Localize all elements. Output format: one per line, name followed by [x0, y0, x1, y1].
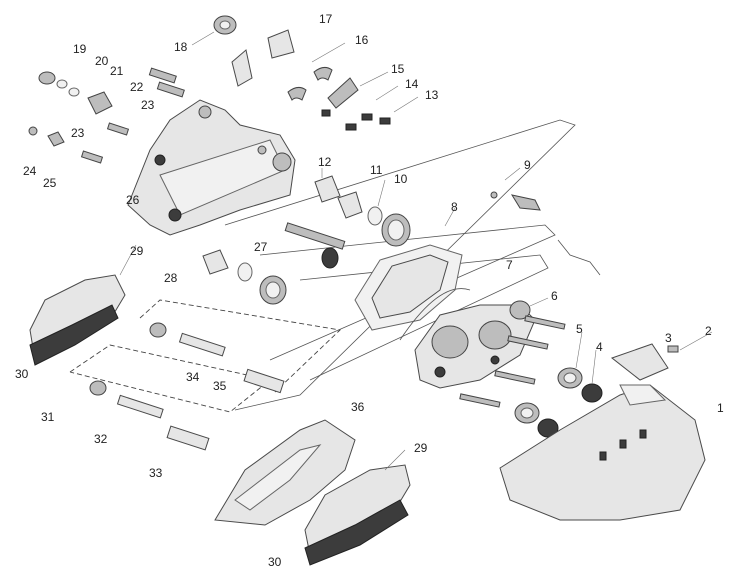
callout-36: 36 — [351, 400, 365, 414]
bushings-and-shafts — [202, 175, 411, 305]
seals-and-caps — [514, 367, 603, 438]
callout-29a: 29 — [130, 244, 144, 258]
callout-11: 11 — [370, 163, 383, 177]
callout-22: 22 — [130, 80, 144, 94]
brake-pad-upper — [29, 274, 126, 366]
callout-27: 27 — [254, 240, 268, 254]
callout-7: 7 — [506, 258, 513, 272]
adjuster-mechanism — [399, 288, 566, 408]
callout-10: 10 — [394, 172, 408, 186]
callout-labels: 1 2 3 4 5 6 7 8 9 10 11 12 13 14 15 16 1… — [15, 12, 724, 569]
callout-20: 20 — [95, 54, 109, 68]
callout-24: 24 — [23, 164, 37, 178]
callout-30b: 30 — [268, 555, 282, 569]
callout-34: 34 — [186, 370, 200, 384]
callout-16: 16 — [355, 33, 369, 47]
callout-23a: 23 — [141, 98, 155, 112]
sensor-bracket — [490, 191, 541, 211]
small-fittings-top — [213, 15, 391, 131]
callout-1: 1 — [717, 401, 724, 415]
carrier-bracket — [214, 419, 356, 526]
callout-4: 4 — [596, 340, 603, 354]
callout-26: 26 — [126, 193, 140, 207]
callout-8: 8 — [451, 200, 458, 214]
callout-31: 31 — [41, 410, 55, 424]
callout-2: 2 — [705, 324, 712, 338]
brake-pad-lower — [304, 464, 411, 566]
caliper-housing — [127, 99, 296, 236]
callout-21: 21 — [110, 64, 124, 78]
callout-18: 18 — [174, 40, 188, 54]
callout-25: 25 — [43, 176, 57, 190]
callout-15: 15 — [391, 62, 405, 76]
callout-6: 6 — [551, 289, 558, 303]
callout-12: 12 — [318, 155, 332, 169]
wire-clip-and-bracket — [557, 239, 679, 381]
callout-29b: 29 — [414, 441, 428, 455]
callout-19: 19 — [73, 42, 87, 56]
callout-5: 5 — [576, 322, 583, 336]
callout-32: 32 — [94, 432, 108, 446]
cover-plate — [499, 384, 706, 521]
callout-14: 14 — [405, 77, 419, 91]
callout-28: 28 — [164, 271, 178, 285]
guide-pins — [89, 322, 285, 451]
callout-30a: 30 — [15, 367, 29, 381]
callout-9: 9 — [524, 158, 531, 172]
leader-lines — [119, 31, 713, 471]
callout-23b: 23 — [71, 126, 85, 140]
callout-13: 13 — [425, 88, 439, 102]
callout-17: 17 — [319, 12, 333, 26]
callout-3: 3 — [665, 331, 672, 345]
gasket — [354, 244, 463, 331]
callout-35: 35 — [213, 379, 227, 393]
small-fittings-left — [28, 67, 185, 164]
callout-33: 33 — [149, 466, 163, 480]
